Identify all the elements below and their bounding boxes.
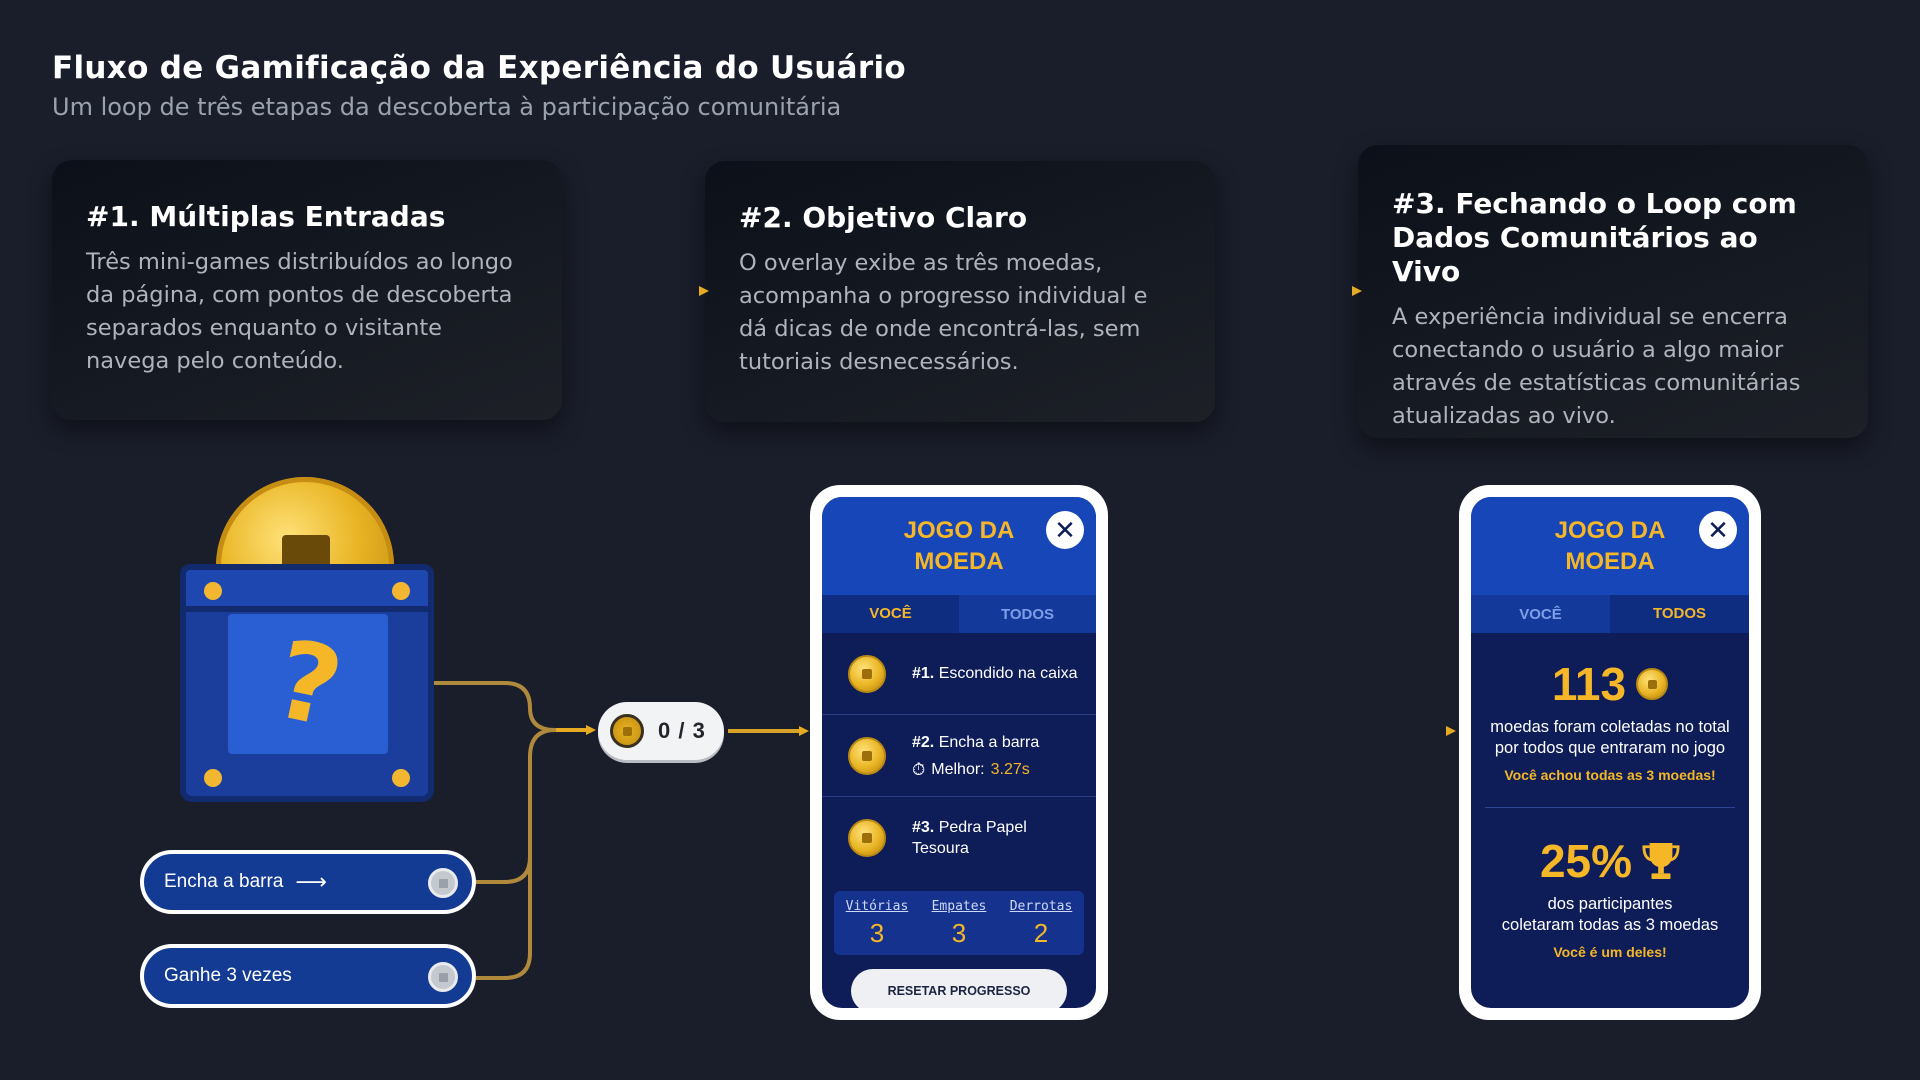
phone-overlay-all: JOGO DA MOEDA ✕ VOCÊ TODOS 113 moedas fo… (1459, 485, 1761, 1020)
quest-item: #3. Pedra Papel Tesoura (822, 797, 1096, 879)
question-mark-icon: ? (264, 616, 352, 752)
best-label: Melhor: (931, 760, 985, 778)
overlay-header: JOGO DA MOEDA ✕ (822, 497, 1096, 595)
close-icon[interactable]: ✕ (1699, 511, 1737, 549)
coin-slot-icon (428, 962, 458, 992)
quest-number: #1. (912, 665, 935, 682)
stat-line: por todos que entraram no jogo (1494, 739, 1726, 757)
overlay-title: JOGO DA MOEDA (1554, 517, 1666, 575)
trophy-icon (1642, 842, 1680, 880)
coins-collected-stat: 113 (1471, 657, 1749, 711)
connector-win (476, 860, 532, 980)
quest-item: #1. Escondido na caixa (822, 633, 1096, 715)
connector-fill-bar (476, 728, 556, 884)
score-label: Empates (931, 899, 987, 914)
stat-description: moedas foram coletadas no total por todo… (1471, 717, 1749, 759)
quest-number: #3. (912, 819, 935, 836)
participants-value: 25% (1539, 835, 1633, 887)
quest-label: Encha a barra (938, 733, 1040, 751)
stat-line: coletaram todas as 3 moedas (1501, 916, 1719, 934)
win-three-times-label: Ganhe 3 vezes (164, 965, 292, 986)
coin-icon (848, 736, 886, 775)
coin-slot-icon (428, 868, 458, 898)
coin-icon (610, 714, 644, 748)
coin-icon (1636, 668, 1669, 700)
step-card-1: #1. Múltiplas Entradas Três mini-games d… (52, 160, 562, 420)
coin-counter[interactable]: 0 / 3 (598, 702, 724, 760)
stat-line: moedas foram coletadas no total (1490, 718, 1730, 736)
reset-progress-button[interactable]: RESETAR PROGRESSO (851, 969, 1067, 1008)
divider (1485, 807, 1735, 808)
tab-all[interactable]: TODOS (959, 595, 1096, 633)
participants-stat: 25% (1471, 834, 1749, 888)
coin-counter-text: 0 / 3 (658, 718, 706, 743)
score-label: Derrotas (1009, 899, 1073, 914)
phone-overlay-you: JOGO DA MOEDA ✕ VOCÊ TODOS #1. Escondido… (810, 485, 1108, 1020)
best-value: 3.27s (990, 760, 1030, 778)
step-card-2: #2. Objetivo Claro O overlay exibe as tr… (705, 161, 1215, 422)
step-card-text: O overlay exibe as três moedas, acompanh… (739, 250, 1148, 375)
stopwatch-icon: ⏱ (912, 759, 926, 779)
step-card-3: #3. Fechando o Loop com Dados Comunitári… (1358, 145, 1868, 438)
quest-label: Pedra Papel Tesoura (912, 819, 1027, 857)
score-value: 3 (869, 918, 885, 948)
score-value: 3 (951, 918, 967, 948)
step-card-title: #1. Múltiplas Entradas (86, 200, 446, 233)
win-three-times-button[interactable]: Ganhe 3 vezes (140, 944, 476, 1008)
step-card-title: #2. Objetivo Claro (739, 201, 1028, 234)
close-icon[interactable]: ✕ (1046, 511, 1084, 549)
coins-collected-value: 113 (1551, 658, 1627, 710)
coin-icon (848, 819, 886, 857)
score-value: 2 (1033, 918, 1049, 948)
page-title: Fluxo de Gamificação da Experiência do U… (52, 50, 906, 86)
fill-bar-button[interactable]: Encha a barra ⟶ (140, 850, 476, 914)
step-card-title: #3. Fechando o Loop com Dados Comunitári… (1392, 187, 1797, 288)
stat-line: dos participantes (1547, 895, 1673, 913)
stat-note: Você achou todas as 3 moedas! (1504, 767, 1716, 783)
mystery-box-icon[interactable]: ? (180, 564, 434, 802)
quest-item: #2. Encha a barra ⏱ Melhor: 3.27s (822, 715, 1096, 797)
step-card-text: Três mini-games distribuídos ao longo da… (86, 249, 513, 374)
score-label: Vitórias (845, 899, 909, 914)
overlay-title: JOGO DA MOEDA (903, 517, 1015, 575)
tab-you[interactable]: VOCÊ (822, 595, 959, 633)
fill-bar-label: Encha a barra (164, 871, 284, 892)
overlay-header: JOGO DA MOEDA ✕ (1471, 497, 1749, 595)
score-board: Vitórias 3 Empates 3 Derrotas 2 (834, 891, 1084, 955)
stat-note: Você é um deles! (1553, 944, 1667, 960)
page-subtitle: Um loop de três etapas da descoberta à p… (52, 93, 842, 121)
stat-description: dos participantes coletaram todas as 3 m… (1471, 894, 1749, 936)
tab-you[interactable]: VOCÊ (1471, 595, 1610, 633)
arrow-right-icon: ⟶ (295, 869, 327, 894)
quest-number: #2. (912, 733, 935, 751)
connector-box (430, 681, 590, 732)
tab-all[interactable]: TODOS (1610, 595, 1749, 633)
coin-icon (848, 654, 886, 693)
quest-label: Escondido na caixa (938, 665, 1078, 682)
step-card-text: A experiência individual se encerra cone… (1392, 304, 1801, 429)
